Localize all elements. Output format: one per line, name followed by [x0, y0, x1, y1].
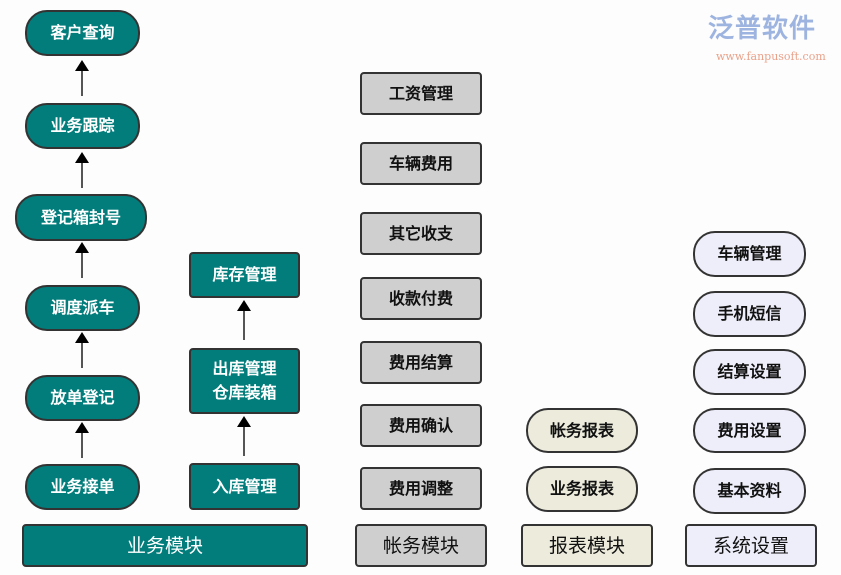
node-vehicle-manage: 车辆管理: [693, 231, 806, 277]
arrow-up-icon: [237, 416, 251, 456]
node-release-register: 放单登记: [25, 375, 140, 421]
node-cost-settings: 费用设置: [693, 408, 806, 453]
node-payment: 收款付费: [360, 277, 482, 320]
node-confirm: 费用确认: [360, 404, 482, 447]
node-adjust: 费用调整: [360, 467, 482, 510]
node-other-income: 其它收支: [360, 212, 482, 255]
node-vehicle-cost: 车辆费用: [360, 142, 482, 185]
node-business-tracking: 业务跟踪: [25, 103, 140, 149]
arrow-up-icon: [75, 242, 89, 278]
node-customer-query: 客户查询: [25, 10, 140, 56]
node-outbound: 出库管理仓库装箱: [189, 348, 300, 414]
arrow-up-icon: [75, 152, 89, 188]
node-register-seal: 登记箱封号: [15, 194, 147, 241]
arrow-up-icon: [75, 422, 89, 458]
node-business-report: 业务报表: [526, 466, 638, 512]
module-reports: 报表模块: [521, 524, 653, 567]
module-business: 业务模块: [22, 524, 308, 567]
module-accounts: 帐务模块: [355, 524, 487, 567]
arrow-up-icon: [237, 300, 251, 340]
node-account-report: 帐务报表: [526, 408, 638, 453]
node-dispatch: 调度派车: [25, 285, 140, 331]
node-settlement: 费用结算: [360, 341, 482, 384]
arrow-up-icon: [75, 332, 89, 368]
watermark-url: www.fanpusoft.com: [716, 50, 826, 63]
node-settlement-settings: 结算设置: [693, 349, 806, 395]
watermark-brand: 泛普软件: [708, 14, 817, 44]
arrow-up-icon: [75, 60, 89, 96]
module-system: 系统设置: [685, 524, 817, 567]
node-basic-data: 基本资料: [693, 468, 806, 514]
outbound-label: 出库管理: [212, 359, 277, 378]
node-sms: 手机短信: [693, 291, 806, 337]
node-order-receive: 业务接单: [25, 464, 140, 510]
node-inventory: 库存管理: [189, 252, 300, 298]
loading-label: 仓库装箱: [212, 383, 277, 402]
node-inbound: 入库管理: [189, 463, 300, 510]
node-salary: 工资管理: [360, 72, 482, 115]
